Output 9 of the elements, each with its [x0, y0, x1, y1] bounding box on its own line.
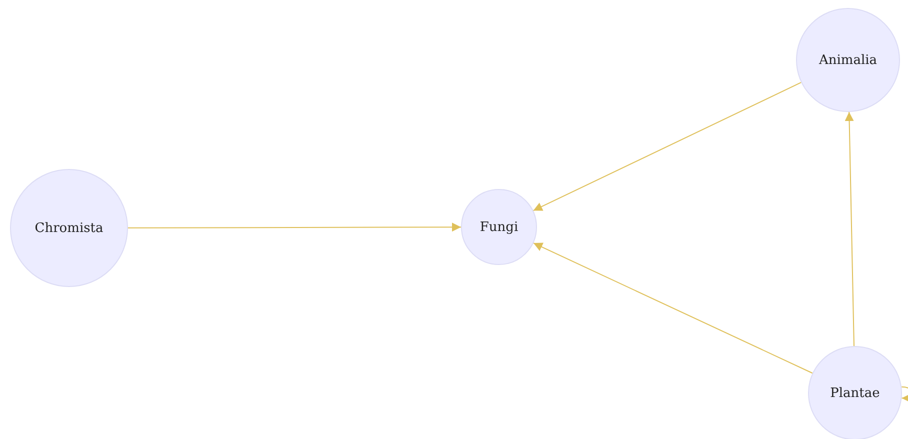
arrow [128, 222, 462, 232]
node-label: Chromista [34, 220, 104, 236]
arrow [532, 82, 802, 212]
arrow [532, 242, 813, 374]
node-label: Fungi [480, 220, 518, 234]
node-label: Animalia [818, 52, 878, 68]
node-label: Plantae [830, 386, 880, 400]
arrow [844, 112, 854, 346]
arrow [901, 386, 908, 402]
